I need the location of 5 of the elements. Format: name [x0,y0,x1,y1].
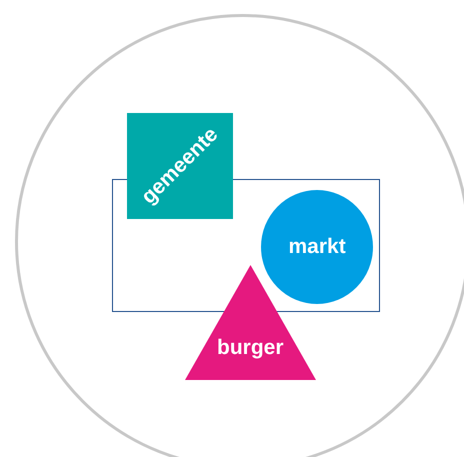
shape-label: burger [217,336,284,360]
square-shape [127,113,233,219]
triangle-shape [185,265,316,380]
shape-label: markt [288,235,346,259]
circle-outline [15,14,464,457]
